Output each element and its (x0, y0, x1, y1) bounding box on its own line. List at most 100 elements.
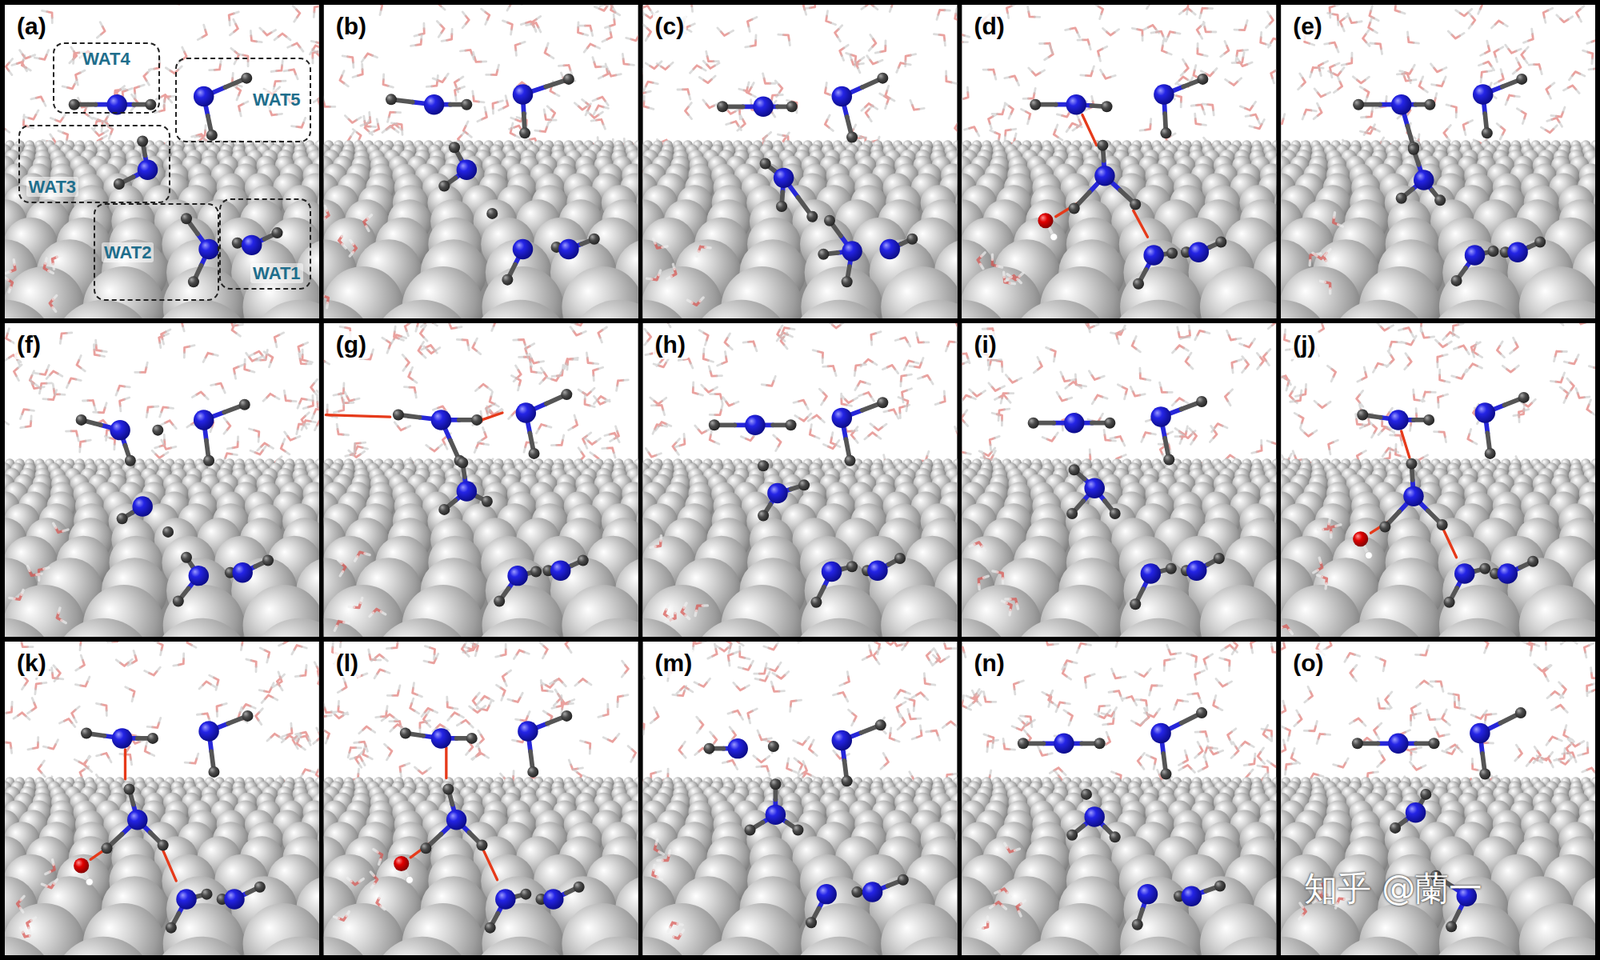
carbon-atom (1163, 454, 1175, 466)
water-bond (646, 238, 711, 303)
carbon-atom (760, 158, 772, 170)
panel-content (324, 4, 639, 319)
carbon-atom (846, 560, 858, 572)
panel-content (643, 4, 958, 319)
nitrogen-atom (132, 496, 153, 516)
molecule (817, 215, 862, 288)
metal-atom (1427, 300, 1528, 319)
molecule (1153, 73, 1208, 139)
carbon-atom (1096, 140, 1108, 152)
carbon-atom (116, 512, 128, 524)
molecule (1180, 236, 1227, 263)
carbon-atom (1166, 248, 1178, 260)
molecule (1500, 236, 1546, 263)
carbon-atom (206, 129, 218, 141)
carbon-atom (519, 127, 531, 139)
metal-atom (1206, 300, 1276, 319)
carbon-atom (460, 99, 472, 111)
molecule (180, 212, 220, 288)
metal-atom (4, 618, 56, 637)
carbon-atom (172, 595, 184, 607)
metal-atom (888, 618, 958, 637)
panel-content (4, 4, 320, 319)
metal-atom (470, 618, 571, 637)
carbon-atom (757, 460, 769, 472)
water-bond (4, 323, 320, 506)
metal-atom (691, 618, 792, 637)
water-bond (336, 552, 381, 626)
carbon-atom (798, 479, 810, 491)
molecule (438, 456, 493, 516)
metal-atom (1280, 300, 1332, 319)
water-bond (655, 540, 703, 620)
carbon-atom (1109, 508, 1121, 520)
molecule (542, 555, 588, 581)
molecule (1472, 73, 1528, 139)
carbon-atom (1396, 192, 1408, 204)
molecule (757, 479, 810, 521)
metal-atom (4, 300, 56, 319)
water-bond (1280, 4, 1596, 188)
carbon-atom (385, 93, 397, 105)
nitrogen-atom (1186, 560, 1208, 581)
carbon-atom (1160, 127, 1172, 139)
metal-atom (789, 618, 890, 637)
molecule (438, 141, 477, 192)
carbon-atom (1028, 417, 1040, 429)
water-bond (4, 4, 320, 187)
metal-atom (249, 618, 320, 637)
metal-atom (568, 300, 639, 319)
water-bond (980, 252, 1023, 284)
water-bond (961, 4, 1276, 183)
metal-atoms (324, 458, 639, 637)
metal-atom (372, 618, 472, 637)
nitrogen-atom (1150, 406, 1172, 427)
molecule (708, 415, 797, 436)
water-bond (324, 323, 637, 505)
water-bond (9, 523, 68, 623)
water-bond (1280, 323, 1596, 500)
water-bond (324, 4, 639, 181)
carbon-atom (1516, 73, 1528, 85)
panel-content (1280, 4, 1596, 319)
metal-atoms (961, 458, 1276, 637)
carbon-atom (716, 100, 728, 112)
nitrogen-atom (744, 415, 766, 436)
nitrogen-atom (137, 159, 159, 180)
molecule (501, 239, 533, 286)
carbon-atom (188, 276, 200, 288)
carbon-atom (708, 419, 720, 431)
molecule (1180, 552, 1225, 581)
molecule (832, 396, 889, 467)
metal-atoms (643, 458, 958, 637)
molecule (232, 227, 284, 256)
nitrogen-atom (1472, 84, 1494, 104)
metal-atom (1010, 618, 1111, 637)
carbon-atom (1104, 417, 1116, 429)
carbon-atom (68, 99, 80, 111)
carbon-atom (1132, 278, 1144, 290)
molecule (512, 73, 575, 139)
nitrogen-atom (821, 561, 843, 582)
carbon-atom (1408, 144, 1420, 156)
carbon-atom (806, 211, 818, 223)
carbon-atom (1534, 236, 1546, 248)
nitrogen-atom (879, 239, 900, 260)
carbon-atom (180, 552, 192, 564)
molecule (832, 72, 889, 144)
carbon-atom (240, 72, 252, 84)
water-bond (961, 4, 1276, 187)
nitrogen-atom (424, 94, 445, 115)
carbon-atom (438, 180, 450, 192)
metal-atom (1010, 300, 1111, 319)
carbon-atom (180, 212, 192, 224)
molecule (810, 560, 858, 608)
nitrogen-atom (198, 239, 220, 260)
nitrogen-atom (773, 168, 795, 188)
carbon-atom (1029, 99, 1041, 111)
carbon-atom (1424, 99, 1436, 111)
carbon-atom (894, 552, 906, 564)
carbon-atom (1129, 198, 1141, 210)
carbon-atom (1196, 396, 1208, 408)
